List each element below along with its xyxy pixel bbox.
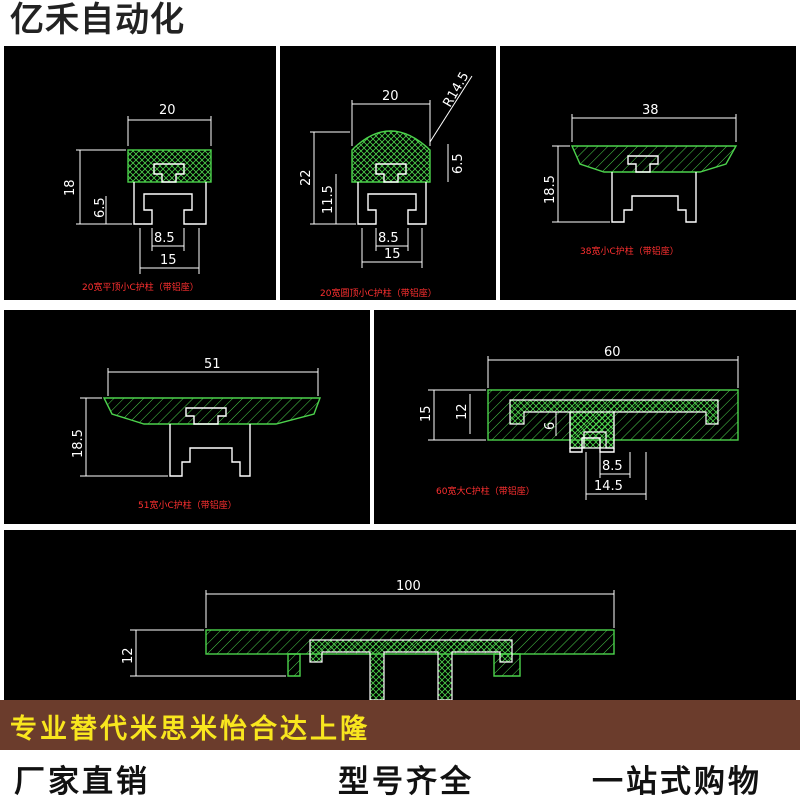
dim-height-3: 6 — [543, 422, 558, 430]
caption: 20宽圆顶小C护柱（带铝座） — [320, 287, 437, 299]
aluminum-base — [611, 172, 697, 223]
cover-profile — [570, 145, 738, 173]
slogan-replacement: 专业替代米思米怡合达上隆 — [10, 714, 370, 745]
cover-profile — [102, 397, 322, 425]
dim-height: 18.5 — [543, 175, 558, 204]
dim-height-2: 11.5 — [321, 185, 336, 214]
dim-slot-2: 14.5 — [594, 479, 623, 494]
dim-radius: R14.5 — [440, 70, 472, 110]
dim-height: 22 — [299, 169, 314, 186]
dim-height: 15 — [419, 405, 434, 422]
cover-profile — [127, 149, 212, 183]
dim-slot-1: 8.5 — [602, 459, 623, 474]
caption: 51宽小C护柱（带铝座） — [138, 499, 237, 511]
drawing-panel-100: 100 12 — [4, 530, 796, 700]
dim-height-2: 12 — [455, 403, 470, 420]
dim-width: 60 — [604, 345, 621, 360]
dim-slot-1: 8.5 — [378, 231, 399, 246]
slogan-full-range: 型号齐全 — [338, 764, 474, 800]
dim-slot-2: 15 — [384, 247, 401, 262]
dim-height-2: 6.5 — [93, 197, 108, 218]
slogan-factory-direct: 厂家直销 — [14, 764, 150, 800]
aluminum-base — [169, 424, 251, 477]
promo-strip: 厂家直销 型号齐全 一站式购物 — [0, 750, 800, 800]
dim-height: 12 — [121, 647, 136, 664]
drawing-panel-51: 51 18.5 51宽小C护柱（带铝座） — [4, 310, 370, 524]
aluminum-base — [357, 182, 427, 225]
caption: 20宽平顶小C护柱（带铝座） — [82, 281, 199, 293]
drawing-panel-60: 60 15 12 6 8.5 14.5 60宽大C护柱（带铝座） — [374, 310, 796, 524]
promo-banner: 专业替代米思米怡合达上隆 — [0, 700, 800, 750]
dim-width: 100 — [396, 579, 421, 594]
drawing-panel-20-round: 20 R14.5 22 11.5 6.5 8.5 15 20宽圆顶小C护柱（带铝… — [280, 46, 496, 300]
dim-width: 51 — [204, 357, 221, 372]
aluminum-base — [309, 639, 513, 700]
dim-slot-2: 15 — [160, 253, 177, 268]
caption: 60宽大C护柱（带铝座） — [436, 485, 535, 497]
cover-profile — [351, 130, 431, 183]
dim-height: 18.5 — [71, 429, 86, 458]
dim-height-3: 6.5 — [451, 153, 466, 174]
dim-slot-1: 8.5 — [154, 231, 175, 246]
drawing-panel-20-flat: 20 18 6.5 8.5 15 20宽平顶小C护柱（带铝座） — [4, 46, 276, 300]
dim-width: 38 — [642, 103, 659, 118]
aluminum-base — [133, 182, 207, 225]
dim-height: 18 — [63, 179, 78, 196]
drawing-panel-38: 38 18.5 38宽小C护柱（带铝座） — [500, 46, 796, 300]
brand-watermark: 亿禾自动化 — [10, 0, 185, 40]
slogan-one-stop: 一站式购物 — [592, 764, 762, 800]
caption: 38宽小C护柱（带铝座） — [580, 245, 679, 257]
dim-width: 20 — [159, 103, 176, 118]
dim-width: 20 — [382, 89, 399, 104]
